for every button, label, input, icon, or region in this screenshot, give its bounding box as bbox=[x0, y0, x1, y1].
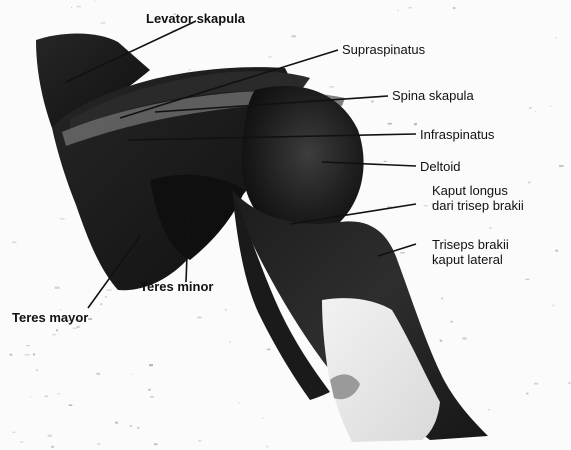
scan-speck bbox=[73, 328, 77, 329]
scan-speck bbox=[52, 334, 56, 335]
scan-speck bbox=[58, 393, 60, 394]
scan-speck bbox=[552, 305, 554, 307]
scan-speck bbox=[529, 107, 532, 108]
scan-speck bbox=[189, 69, 191, 70]
label-supraspinatus: Supraspinatus bbox=[342, 42, 426, 57]
scan-speck bbox=[150, 396, 154, 398]
scan-speck bbox=[12, 432, 15, 433]
scan-speck bbox=[453, 7, 456, 9]
scan-speck bbox=[528, 182, 531, 184]
scan-speck bbox=[105, 296, 107, 298]
scan-speck bbox=[36, 369, 38, 371]
triceps-tendon bbox=[322, 298, 440, 442]
scan-speck bbox=[12, 242, 16, 243]
scan-speck bbox=[398, 10, 399, 12]
label-triseps-line2: kaput lateral bbox=[432, 252, 503, 267]
scan-speck bbox=[450, 321, 452, 323]
scan-speck bbox=[384, 161, 387, 162]
scan-speck bbox=[60, 218, 65, 219]
scan-speck bbox=[414, 123, 417, 125]
scan-speck bbox=[25, 354, 30, 355]
scan-speck bbox=[137, 427, 139, 429]
scan-speck bbox=[149, 364, 153, 366]
label-teres-minor: Teres minor bbox=[140, 279, 213, 294]
scan-speck bbox=[489, 227, 492, 229]
scan-speck bbox=[20, 441, 23, 442]
scan-speck bbox=[268, 56, 273, 57]
scan-speck bbox=[130, 425, 132, 426]
scan-speck bbox=[526, 279, 530, 280]
scan-speck bbox=[56, 329, 58, 331]
scan-speck bbox=[555, 37, 556, 38]
scan-speck bbox=[229, 342, 231, 343]
label-levator-skapula: Levator skapula bbox=[146, 11, 246, 26]
scan-speck bbox=[442, 297, 443, 299]
label-spina-skapula: Spina skapula bbox=[392, 88, 474, 103]
scan-speck bbox=[69, 405, 73, 407]
scan-speck bbox=[77, 326, 80, 328]
scan-speck bbox=[550, 106, 551, 107]
scan-speck bbox=[10, 354, 13, 356]
scan-speck bbox=[267, 349, 271, 351]
scan-speck bbox=[115, 422, 118, 424]
scan-speck bbox=[33, 354, 35, 356]
scan-speck bbox=[30, 396, 32, 397]
scan-speck bbox=[131, 374, 133, 375]
scan-speck bbox=[535, 111, 536, 112]
label-deltoid: Deltoid bbox=[420, 159, 460, 174]
scan-speck bbox=[238, 402, 239, 403]
scan-speck bbox=[76, 6, 81, 8]
scan-speck bbox=[423, 205, 428, 206]
scan-speck bbox=[534, 383, 538, 385]
label-kaput-longus-line2: dari trisep brakii bbox=[432, 198, 524, 213]
scan-speck bbox=[197, 317, 201, 319]
scan-speck bbox=[225, 309, 227, 311]
scan-speck bbox=[291, 35, 295, 37]
scan-speck bbox=[27, 345, 30, 346]
scan-speck bbox=[198, 440, 202, 442]
scan-speck bbox=[71, 7, 72, 9]
label-teres-mayor: Teres mayor bbox=[12, 310, 88, 325]
scan-speck bbox=[371, 101, 374, 103]
scan-speck bbox=[440, 340, 442, 342]
scan-speck bbox=[51, 446, 54, 448]
scan-speck bbox=[388, 123, 392, 125]
label-infraspinatus: Infraspinatus bbox=[420, 127, 495, 142]
scan-speck bbox=[329, 86, 334, 88]
scan-speck bbox=[97, 444, 100, 445]
scan-speck bbox=[263, 418, 264, 419]
scan-speck bbox=[463, 338, 467, 340]
scan-speck bbox=[97, 373, 100, 375]
scan-speck bbox=[107, 290, 112, 291]
scan-speck bbox=[488, 409, 490, 410]
scan-speck bbox=[148, 389, 151, 391]
scan-speck bbox=[400, 252, 404, 254]
scan-speck bbox=[94, 0, 95, 1]
label-triseps-line1: Triseps brakii bbox=[432, 237, 509, 252]
scan-speck bbox=[154, 443, 158, 445]
scan-speck bbox=[45, 396, 48, 397]
scan-speck bbox=[100, 303, 102, 305]
label-kaput-longus-line1: Kaput longus bbox=[432, 183, 508, 198]
scan-speck bbox=[44, 397, 45, 398]
scan-speck bbox=[48, 435, 52, 437]
scan-speck bbox=[55, 287, 60, 289]
scan-speck bbox=[101, 23, 106, 24]
scan-speck bbox=[88, 318, 92, 320]
scan-speck bbox=[267, 446, 269, 448]
scan-speck bbox=[555, 250, 558, 252]
scan-speck bbox=[408, 7, 412, 8]
scan-speck bbox=[559, 165, 564, 167]
scan-speck bbox=[526, 393, 529, 395]
